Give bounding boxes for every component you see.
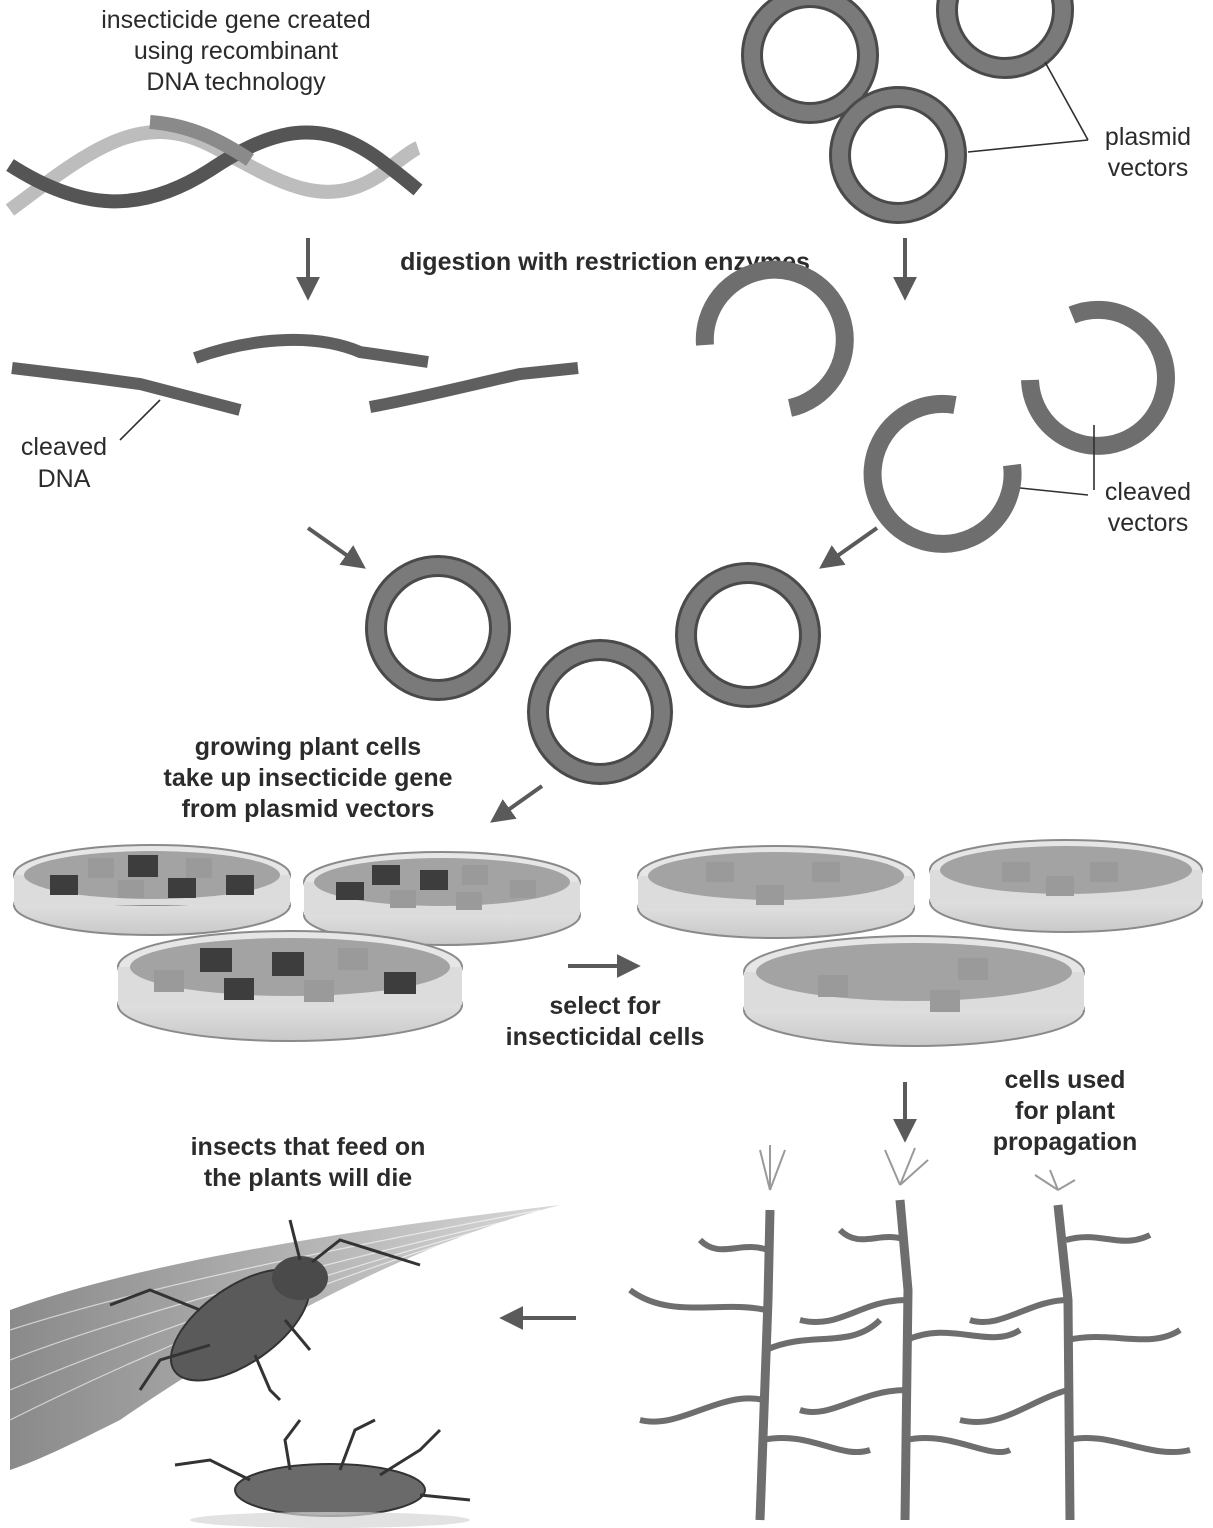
insecticide-gene-label: insecticide gene created using recombina… bbox=[101, 6, 371, 96]
petri-dish-3 bbox=[118, 931, 462, 1041]
petri-dish-4 bbox=[638, 846, 914, 938]
cleaved-dna-label-line2: DNA bbox=[38, 465, 91, 493]
uptake-label-line2: take up insecticide gene bbox=[164, 764, 453, 792]
recombinant-plasmid-1 bbox=[376, 566, 500, 690]
uptake-label-line3: from plasmid vectors bbox=[182, 795, 435, 823]
plasmid-leader-2 bbox=[968, 140, 1088, 152]
plasmid-leader-1 bbox=[1045, 62, 1088, 140]
corn-plants-icon bbox=[630, 1145, 1190, 1520]
cleaved-dna-label-line1: cleaved bbox=[21, 433, 107, 461]
select-label-line1: select for bbox=[549, 992, 660, 1020]
uptake-arrow bbox=[494, 786, 542, 820]
cleaved-vectors bbox=[705, 270, 1166, 544]
propagation-label-line1: cells used bbox=[1005, 1066, 1126, 1094]
gene-label-line3: DNA technology bbox=[146, 68, 326, 96]
petri-dish-2 bbox=[304, 852, 580, 945]
plasmid-ring-1 bbox=[752, 0, 868, 113]
cleaved-vectors-label-line2: vectors bbox=[1108, 509, 1189, 537]
petri-dish-1 bbox=[14, 845, 290, 935]
plasmid-label-line1: plasmid bbox=[1105, 123, 1191, 151]
petri-dish-5 bbox=[930, 840, 1202, 932]
gene-label-line2: using recombinant bbox=[134, 37, 338, 65]
insects-label-line1: insects that feed on bbox=[191, 1133, 426, 1161]
cleaved-dna-leader bbox=[120, 400, 160, 440]
propagation-label-line3: propagation bbox=[993, 1128, 1137, 1156]
petri-dish-6 bbox=[744, 936, 1084, 1046]
cleaved-vectors-label-line1: cleaved bbox=[1105, 478, 1191, 506]
cleaved-dna-fragments bbox=[12, 340, 578, 410]
dead-beetle-icon bbox=[175, 1420, 470, 1528]
insects-label-line2: the plants will die bbox=[204, 1164, 412, 1192]
recombinant-plasmid-2 bbox=[538, 650, 662, 774]
vector-converge-arrow bbox=[823, 528, 877, 566]
uptake-label-line1: growing plant cells bbox=[195, 733, 421, 761]
dna-converge-arrow bbox=[308, 528, 362, 566]
dna-helix-icon bbox=[10, 122, 418, 210]
cleaved-vectors-leader-2 bbox=[1020, 488, 1088, 495]
plasmid-label-line2: vectors bbox=[1108, 154, 1189, 182]
select-label-line2: insecticidal cells bbox=[506, 1023, 705, 1051]
plasmid-ring-2 bbox=[947, 0, 1063, 68]
gene-label-line1: insecticide gene created bbox=[101, 6, 371, 34]
plasmid-ring-3 bbox=[840, 97, 956, 213]
propagation-label-line2: for plant bbox=[1015, 1097, 1116, 1125]
recombinant-plasmid-3 bbox=[686, 573, 810, 697]
